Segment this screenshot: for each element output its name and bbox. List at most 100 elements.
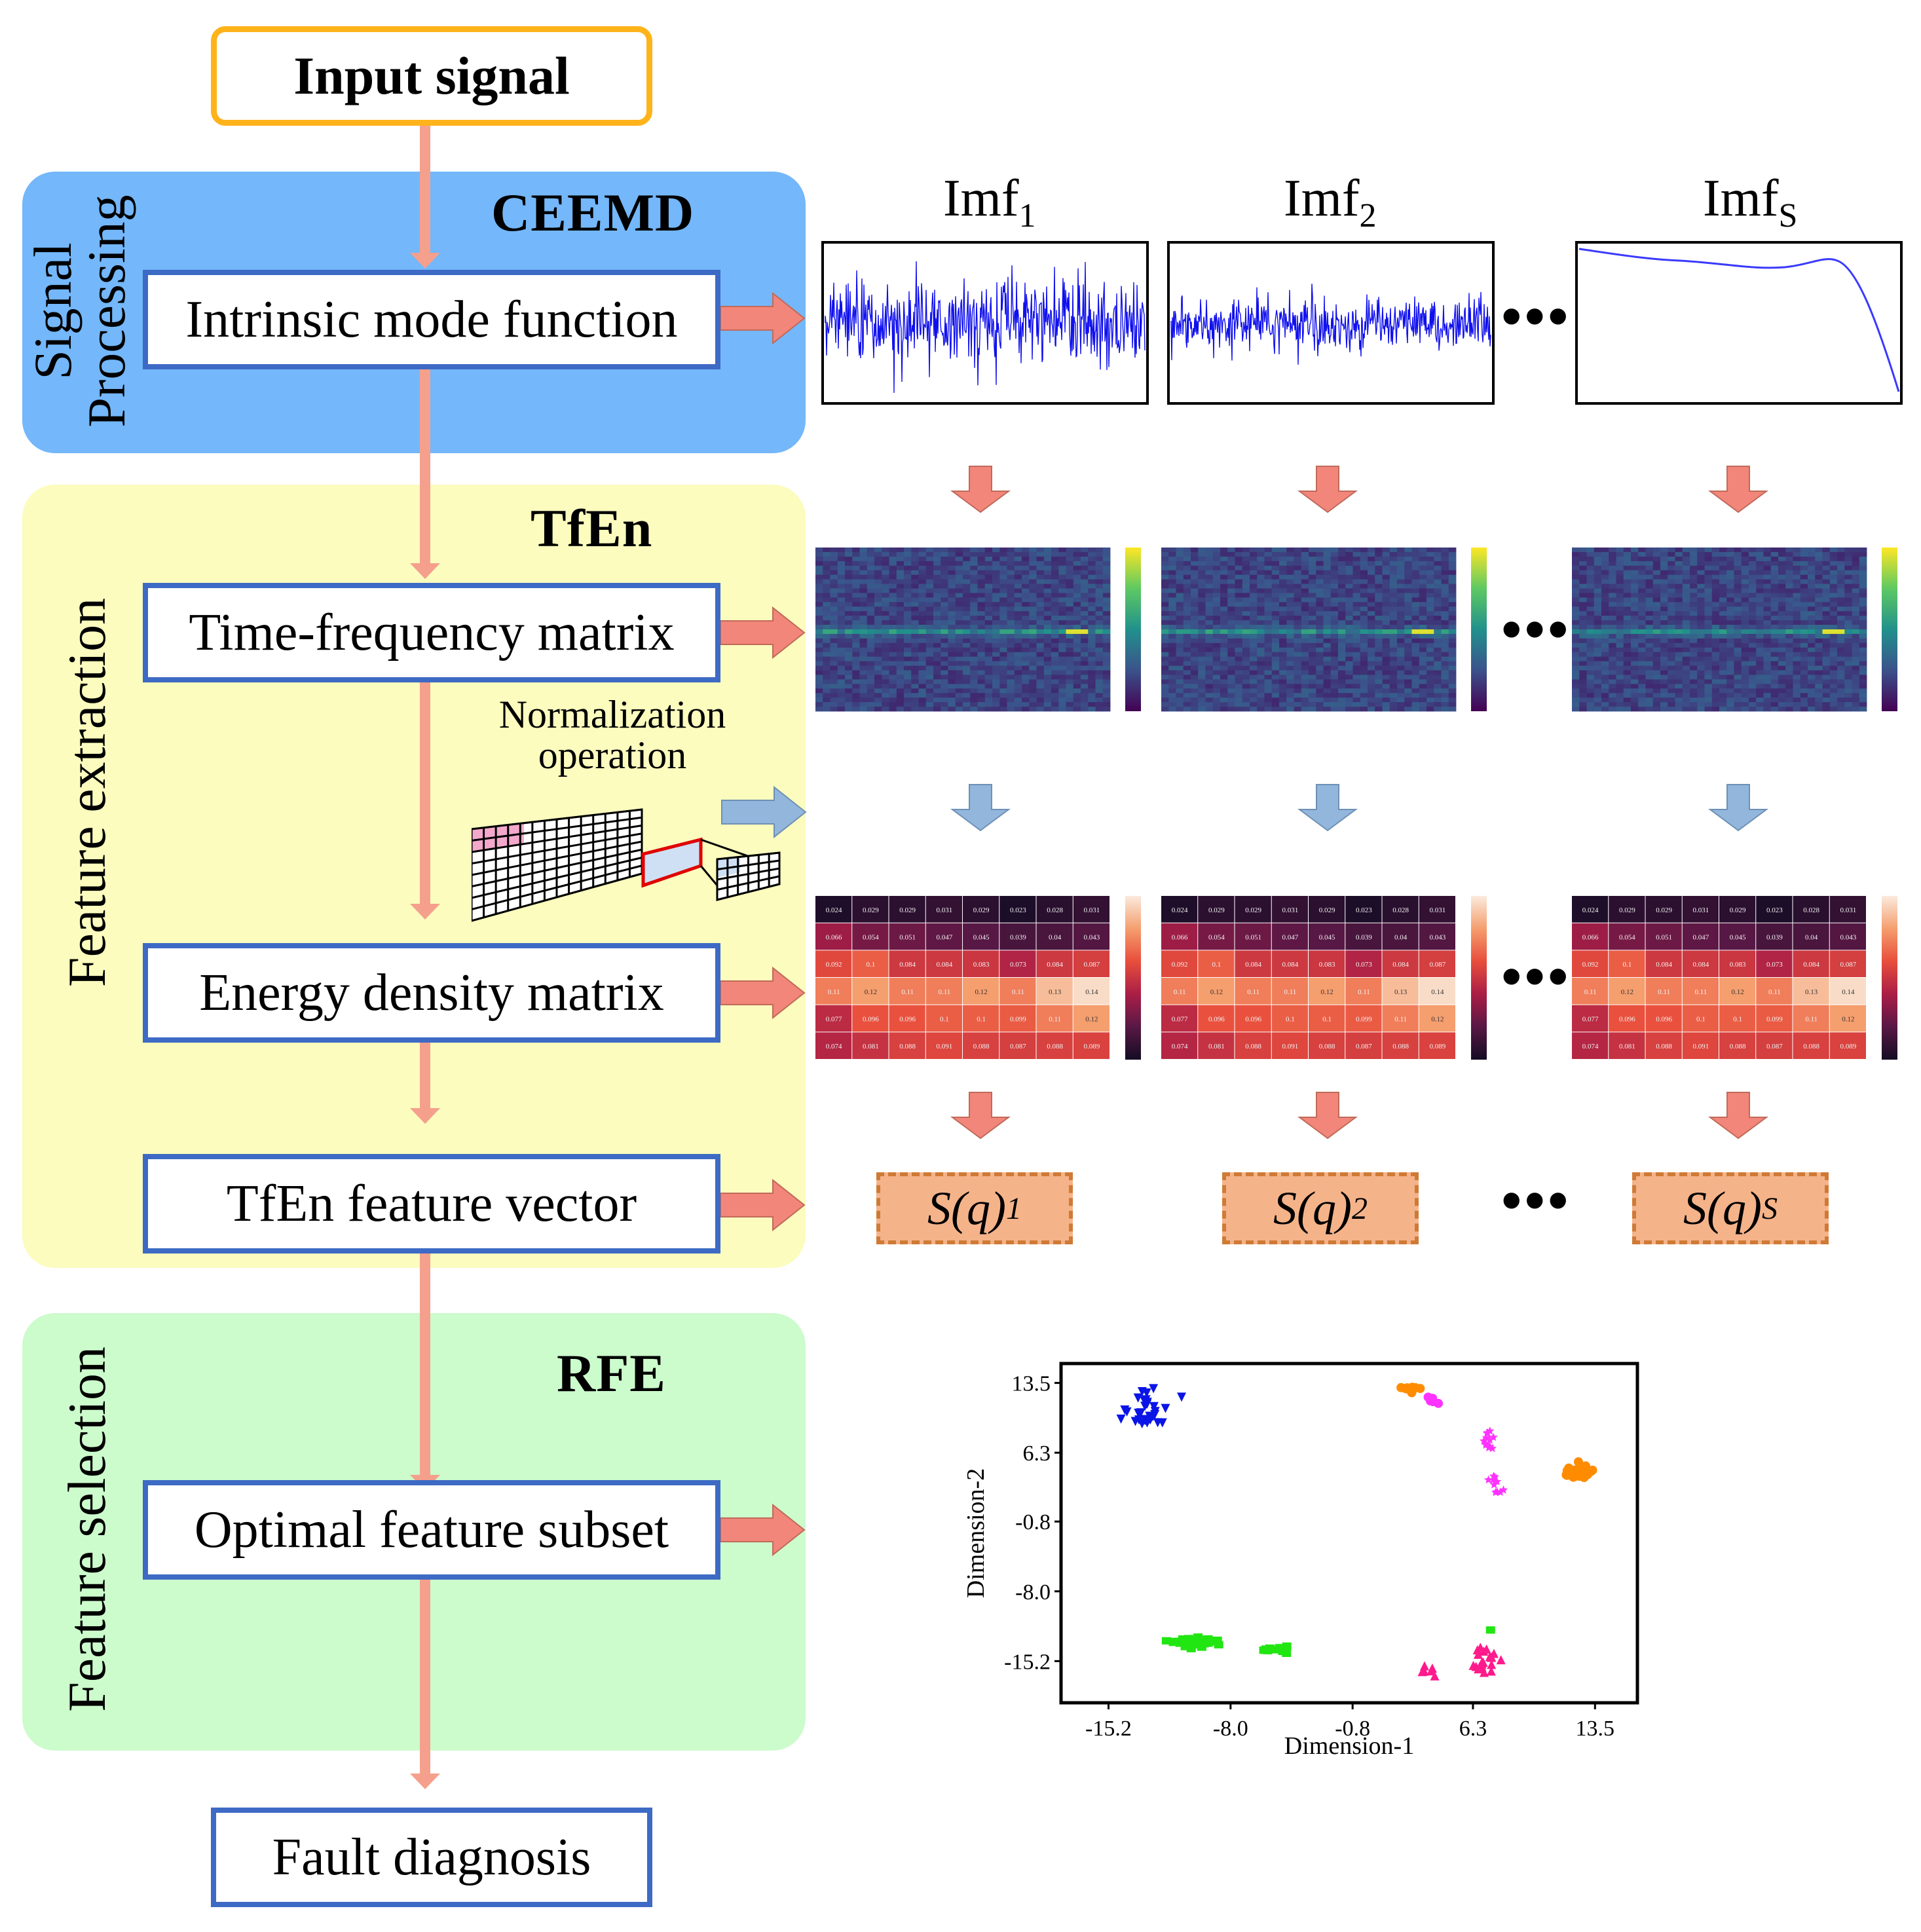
- tf-cell: [1382, 625, 1390, 630]
- tf-cell: [963, 620, 971, 625]
- tf-cell: [889, 633, 897, 639]
- tf-cell: [1579, 697, 1587, 703]
- tf-cell: [1352, 688, 1361, 694]
- tf-cell: [1427, 565, 1434, 571]
- tf-cell: [925, 670, 934, 675]
- tf-cell: [852, 579, 860, 584]
- tf-cell: [1264, 633, 1273, 639]
- tf-cell: [904, 665, 912, 671]
- tf-cell: [970, 665, 978, 671]
- tf-cell: [1043, 652, 1052, 658]
- tf-cell: [1316, 633, 1324, 639]
- tf-cell: [830, 688, 838, 694]
- tf-cell: [1323, 693, 1332, 698]
- tf-cell: [1411, 561, 1420, 567]
- tf-cell: [918, 661, 927, 666]
- tf-cell: [1345, 642, 1353, 648]
- tf-cell: [1301, 656, 1309, 662]
- tf-cell: [1022, 561, 1030, 567]
- tf-cell: [925, 697, 934, 703]
- tf-cell: [1029, 642, 1037, 648]
- tf-cell: [1029, 597, 1037, 603]
- tf-cell: [1102, 656, 1111, 662]
- tf-cell: [1051, 611, 1059, 616]
- tf-cell: [1176, 556, 1184, 562]
- tf-cell: [911, 593, 919, 598]
- tf-cell: [1586, 602, 1595, 607]
- tf-cell: [1235, 642, 1243, 648]
- tf-cell: [1007, 593, 1015, 598]
- tf-cell: [1323, 616, 1332, 621]
- tf-cell: [1829, 625, 1838, 630]
- tf-cell: [1434, 642, 1442, 648]
- tf-cell: [1668, 574, 1675, 580]
- tf-cell: [1609, 561, 1616, 567]
- tf-cell: [1704, 693, 1713, 698]
- energy-cell-value: 0.1: [1623, 961, 1632, 969]
- tf-cell: [1271, 684, 1280, 689]
- tf-cell: [955, 675, 963, 680]
- tf-cell: [1829, 620, 1838, 625]
- tf-cell: [1859, 556, 1867, 562]
- tf-cell: [1191, 602, 1199, 607]
- tf-cell: [1616, 570, 1624, 576]
- tf-cell: [1242, 661, 1250, 666]
- tf-cell: [1183, 574, 1191, 580]
- tf-cell: [1368, 688, 1375, 694]
- tf-cell: [1250, 697, 1258, 703]
- tf-cell: [1668, 679, 1675, 684]
- tf-cell: [1793, 574, 1801, 580]
- tf-cell: [1352, 675, 1361, 680]
- tf-cell: [1257, 565, 1265, 571]
- tf-cell: [1675, 570, 1683, 576]
- tf-cell: [874, 570, 882, 576]
- tf-cell: [823, 556, 830, 562]
- tf-cell: [1441, 661, 1449, 666]
- tf-cell: [1352, 707, 1361, 712]
- tf-cell: [963, 675, 971, 680]
- tf-cell: [823, 647, 830, 653]
- tf-cell: [1434, 625, 1442, 630]
- tf-cell: [1301, 551, 1309, 557]
- tf-cell: [1668, 670, 1675, 675]
- tf-cell: [1572, 620, 1580, 625]
- tf-cell: [1441, 561, 1449, 567]
- tf-cell: [1029, 638, 1037, 644]
- tf-cell: [1264, 652, 1273, 658]
- tf-cell: [1338, 688, 1346, 694]
- tf-cell: [1660, 697, 1668, 703]
- tf-cell: [904, 548, 912, 553]
- tf-cell: [948, 707, 956, 712]
- tf-cell: [1014, 579, 1022, 584]
- tf-cell: [1778, 556, 1786, 562]
- tf-cell: [955, 584, 963, 589]
- tf-cell: [1102, 584, 1111, 589]
- tf-cell: [948, 633, 956, 639]
- tf-cell: [1785, 670, 1793, 675]
- tf-cell: [970, 565, 978, 571]
- tf-cell: [1734, 565, 1742, 571]
- tf-cell: [1168, 642, 1176, 648]
- tf-cell: [1014, 697, 1022, 703]
- tf-cell: [1844, 697, 1852, 703]
- tf-cell: [1397, 597, 1405, 603]
- tf-cell: [992, 602, 1000, 607]
- tf-cell: [1051, 593, 1059, 598]
- tf-cell: [999, 565, 1007, 571]
- tf-cell: [1191, 551, 1199, 557]
- tf-cell: [970, 611, 978, 616]
- tf-cell: [1014, 574, 1022, 580]
- tf-cell: [1294, 688, 1302, 694]
- tf-cell: [852, 565, 860, 571]
- tf-cell: [1360, 570, 1368, 576]
- tf-cell: [1778, 652, 1786, 658]
- tf-cell: [1212, 684, 1221, 689]
- tf-cell: [1051, 707, 1059, 712]
- tf-cell: [1286, 688, 1294, 694]
- tf-cell: [1675, 661, 1683, 666]
- tf-cell: [1323, 625, 1332, 630]
- tf-cell: [1579, 579, 1587, 584]
- tf-cell: [1235, 616, 1243, 621]
- tf-cell: [1286, 707, 1294, 712]
- tf-cell: [1638, 620, 1646, 625]
